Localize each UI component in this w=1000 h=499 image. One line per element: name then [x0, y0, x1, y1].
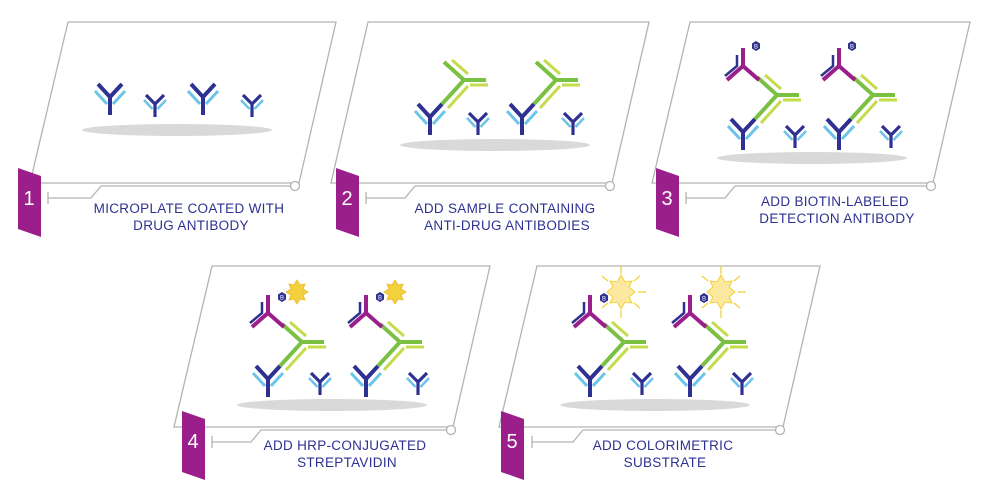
- substrate-signal: [701, 266, 746, 318]
- biotin-tag: [278, 292, 286, 302]
- svg-text:B: B: [378, 296, 382, 302]
- step-3-label: ADD BIOTIN-LABELED DETECTION ANTIBODY: [759, 194, 914, 226]
- biotin-tag: [700, 293, 708, 303]
- anti-drug-antibody: [532, 58, 580, 110]
- step-4-plate-shadow: [237, 399, 427, 411]
- step-4-leader-line: [212, 429, 446, 443]
- svg-text:B: B: [702, 297, 706, 303]
- anti-drug-antibody: [753, 73, 801, 125]
- detection-antibody: [820, 48, 857, 82]
- step-5-panel: B B 5: [498, 265, 821, 480]
- detection-antibody: [249, 295, 286, 329]
- detection-antibody: [571, 295, 608, 329]
- detection-antibody: [347, 295, 384, 329]
- step-3-plate-shadow: [717, 152, 907, 164]
- hrp-enzyme: [606, 273, 636, 311]
- step-1-label: MICROPLATE COATED WITH DRUG ANTIBODY: [94, 201, 289, 233]
- capture-antibody-small: [879, 124, 903, 148]
- anti-drug-antibody: [440, 58, 488, 110]
- detection-antibody: [671, 295, 708, 329]
- step-2-leader-end: [604, 180, 616, 192]
- step-1-tab: [18, 168, 41, 237]
- step-3-number: 3: [661, 188, 672, 210]
- biotin-tag: [848, 41, 856, 51]
- anti-drug-antibody: [376, 320, 424, 372]
- step-4-number: 4: [187, 431, 198, 453]
- svg-text:B: B: [602, 297, 606, 303]
- capture-antibody-small: [308, 371, 332, 395]
- biotin-tag: [752, 41, 760, 51]
- step-5-leader-line: [532, 429, 775, 443]
- step-4-tab: [182, 411, 205, 480]
- capture-antibody-small: [143, 93, 167, 117]
- step-3-leader-line: [686, 185, 926, 199]
- svg-text:B: B: [850, 45, 854, 51]
- step-1-panel: 1 MICROPLATE COATED WITH DRUG ANTIBODY: [18, 21, 337, 237]
- hrp-enzyme: [706, 273, 736, 311]
- step-5-plate-shadow: [560, 399, 750, 411]
- anti-drug-antibody: [849, 73, 897, 125]
- step-1-plate-shadow: [82, 124, 272, 136]
- step-3-tab: [656, 168, 679, 237]
- capture-antibody-small: [630, 371, 654, 395]
- step-3-leader-end: [925, 180, 937, 192]
- step-2-label: ADD SAMPLE CONTAINING ANTI-DRUG ANTIBODI…: [415, 201, 600, 233]
- step-4-panel: B B 4 ADD HRP-CONJUGA: [173, 265, 491, 480]
- step-2-frame: [330, 21, 650, 184]
- anti-drug-antibody: [278, 320, 326, 372]
- capture-antibody: [822, 117, 856, 150]
- anti-drug-antibody: [600, 320, 648, 372]
- step-1-number: 1: [23, 188, 34, 210]
- step-4-leader-end: [445, 424, 457, 436]
- step-1-leader-line: [48, 185, 290, 199]
- svg-text:B: B: [754, 45, 758, 51]
- step-2-number: 2: [341, 188, 352, 210]
- step-2-tab: [336, 168, 359, 237]
- step-2-panel: 2 ADD SAMPLE CONTAINING ANTI-DRUG ANTIBO…: [330, 21, 650, 237]
- capture-antibody: [413, 102, 447, 135]
- step-5-tab: [501, 411, 524, 480]
- capture-antibody: [186, 82, 220, 115]
- step-5-label: ADD COLORIMETRIC SUBSTRATE: [593, 438, 738, 470]
- svg-text:B: B: [280, 296, 284, 302]
- anti-drug-antibody: [700, 320, 748, 372]
- step-1-leader-end: [289, 180, 301, 192]
- capture-antibody: [573, 364, 607, 397]
- step-1-frame: [29, 21, 337, 184]
- hrp-enzyme: [383, 279, 407, 305]
- capture-antibody-small: [561, 111, 585, 135]
- step-2-leader-line: [366, 185, 605, 199]
- detection-antibody: [724, 48, 761, 82]
- step-5-number: 5: [506, 431, 517, 453]
- capture-antibody: [93, 82, 127, 115]
- substrate-signal: [601, 266, 646, 318]
- biotin-tag: [600, 293, 608, 303]
- capture-antibody-small: [466, 111, 490, 135]
- step-2-plate-shadow: [400, 139, 590, 151]
- capture-antibody-small: [240, 93, 264, 117]
- capture-antibody: [673, 364, 707, 397]
- hrp-enzyme: [285, 279, 309, 305]
- capture-antibody-small: [730, 371, 754, 395]
- capture-antibody: [726, 117, 760, 150]
- step-5-leader-end: [774, 424, 786, 436]
- capture-antibody: [349, 364, 383, 397]
- biotin-tag: [376, 292, 384, 302]
- capture-antibody-small: [406, 371, 430, 395]
- step-4-label: ADD HRP-CONJUGATED STREPTAVIDIN: [264, 438, 431, 470]
- capture-antibody: [251, 364, 285, 397]
- capture-antibody: [505, 102, 539, 135]
- capture-antibody-small: [783, 124, 807, 148]
- step-3-panel: B B 3 ADD BIOTIN-LABELED: [651, 21, 971, 237]
